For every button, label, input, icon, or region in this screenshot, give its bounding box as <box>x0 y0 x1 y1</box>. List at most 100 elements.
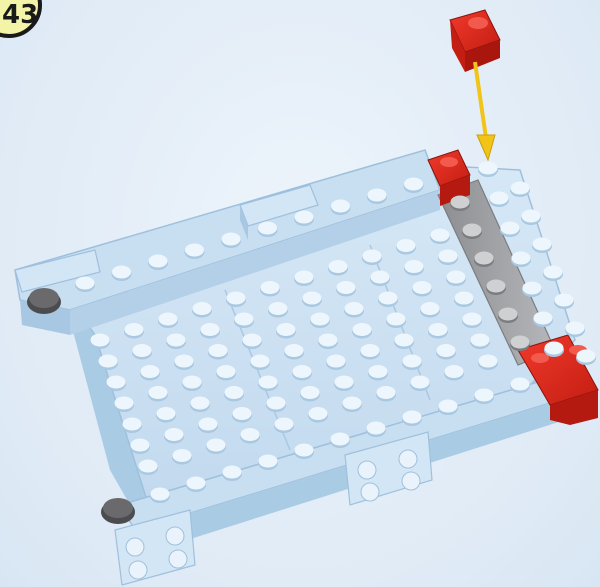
stud <box>274 418 294 434</box>
stud <box>172 449 192 465</box>
stud <box>544 342 564 358</box>
stud <box>106 376 126 392</box>
stud <box>366 422 386 438</box>
stud <box>150 488 170 504</box>
stud <box>510 336 530 352</box>
stud <box>336 281 356 297</box>
stud <box>216 365 236 381</box>
stud <box>367 189 387 205</box>
stud <box>300 386 320 402</box>
stud <box>412 281 432 297</box>
stud <box>310 313 330 329</box>
stud <box>565 322 585 338</box>
stud <box>330 433 350 449</box>
stud <box>206 439 226 455</box>
stud <box>148 386 168 402</box>
stud <box>386 313 406 329</box>
stud <box>140 365 160 381</box>
stud <box>164 428 184 444</box>
stud <box>185 244 205 260</box>
stud <box>258 376 278 392</box>
stud <box>130 439 150 455</box>
stud <box>258 222 278 238</box>
stud <box>362 250 382 266</box>
stud <box>114 397 134 413</box>
stud <box>331 200 351 216</box>
stud <box>554 294 574 310</box>
stud <box>474 252 494 268</box>
stud <box>192 302 212 318</box>
stud <box>438 400 458 416</box>
stud <box>344 302 364 318</box>
stud <box>198 418 218 434</box>
stud <box>394 334 414 350</box>
stud <box>486 280 506 296</box>
stud <box>532 238 552 254</box>
stud <box>232 407 252 423</box>
stud <box>224 386 244 402</box>
stud <box>489 192 509 208</box>
stud <box>266 397 286 413</box>
stud <box>478 355 498 371</box>
stud <box>404 260 424 276</box>
stud <box>410 376 430 392</box>
stud <box>292 365 312 381</box>
stud <box>132 344 152 360</box>
stud <box>522 282 542 298</box>
stud <box>402 411 422 427</box>
stud <box>242 334 262 350</box>
stud <box>166 334 186 350</box>
stud <box>498 308 518 324</box>
stud <box>368 365 388 381</box>
stud <box>404 178 424 194</box>
stud <box>308 407 328 423</box>
stud <box>240 428 260 444</box>
stud <box>511 252 531 268</box>
stud <box>450 196 470 212</box>
stud <box>342 397 362 413</box>
stud <box>268 302 288 318</box>
stud <box>250 355 270 371</box>
stud <box>370 271 390 287</box>
stud <box>158 313 178 329</box>
stud <box>294 211 314 227</box>
stud <box>112 266 132 282</box>
stud <box>284 344 304 360</box>
stud <box>462 224 482 240</box>
stud <box>318 334 338 350</box>
stud <box>186 477 206 493</box>
stud <box>98 355 118 371</box>
stud <box>260 281 280 297</box>
stud <box>294 271 314 287</box>
stud <box>258 455 278 471</box>
stud <box>378 292 398 308</box>
stud <box>444 365 464 381</box>
stud <box>200 323 220 339</box>
stud <box>543 266 563 282</box>
stud <box>474 389 494 405</box>
stud <box>334 376 354 392</box>
stud <box>122 418 142 434</box>
stud <box>396 239 416 255</box>
stud <box>521 210 541 226</box>
stud <box>328 260 348 276</box>
stud <box>446 271 466 287</box>
stud <box>454 292 474 308</box>
stud <box>222 466 242 482</box>
stud <box>428 323 448 339</box>
stud <box>576 350 596 366</box>
stud <box>510 378 530 394</box>
stud <box>276 323 296 339</box>
stud <box>190 397 210 413</box>
stud <box>402 355 422 371</box>
stud <box>75 277 95 293</box>
stud <box>376 386 396 402</box>
stud <box>138 460 158 476</box>
stud <box>533 312 553 328</box>
stud <box>182 376 202 392</box>
stud <box>294 444 314 460</box>
stud <box>302 292 322 308</box>
stud <box>174 355 194 371</box>
stud <box>234 313 254 329</box>
